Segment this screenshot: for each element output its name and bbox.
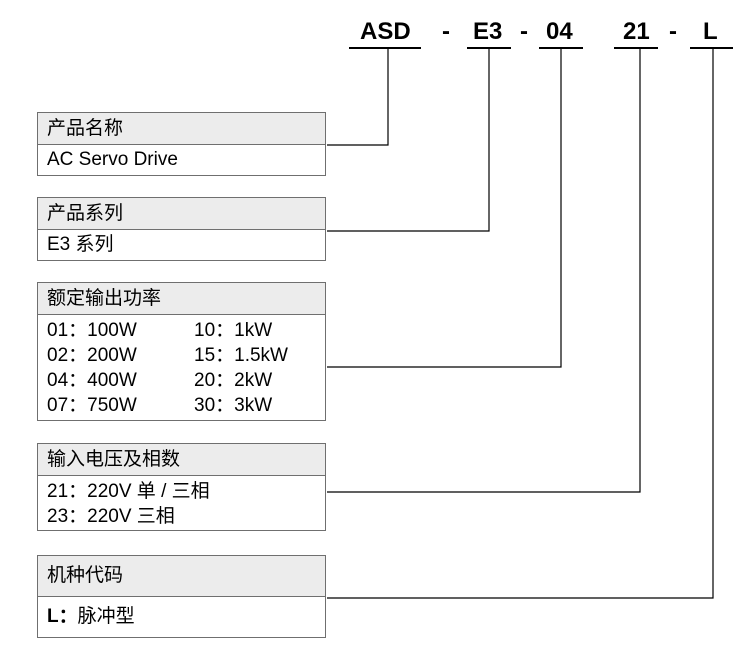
rated-power-option: 01：100W	[47, 320, 137, 341]
rated-power-option: 02：200W	[47, 345, 137, 366]
connector-product-name	[327, 49, 389, 146]
input-voltage-option: 23：220V 三相	[47, 506, 175, 527]
rated-power-row: 02：200W 15：1.5kW	[47, 343, 325, 368]
code-segment-type: L	[703, 18, 718, 45]
code-underline	[539, 47, 583, 49]
product-series-box: 产品系列 E3 系列	[37, 197, 326, 261]
model-type-separator: ：	[58, 606, 78, 627]
product-series-value: E3 系列	[47, 234, 114, 255]
rated-power-list: 01：100W 10：1kW 02：200W 15：1.5kW 04：400W …	[38, 315, 325, 418]
model-type-value-line: L：脉冲型	[38, 597, 325, 637]
connector-product-series	[327, 49, 490, 232]
product-series-title: 产品系列	[38, 198, 325, 230]
model-type-box: 机种代码 L：脉冲型	[37, 555, 326, 638]
rated-power-row: 07：750W 30：3kW	[47, 393, 325, 418]
code-separator: -	[669, 18, 677, 45]
product-name-value: AC Servo Drive	[47, 149, 178, 170]
code-underline	[614, 47, 658, 49]
input-voltage-title: 输入电压及相数	[38, 444, 325, 476]
code-segment-voltage: 21	[623, 18, 650, 45]
input-voltage-list: 21：220V 单 / 三相 23：220V 三相	[38, 476, 325, 529]
model-type-value: 脉冲型	[77, 606, 135, 627]
code-segment-product: ASD	[360, 18, 411, 45]
rated-power-option: 07：750W	[47, 395, 137, 416]
input-voltage-box: 输入电压及相数 21：220V 单 / 三相 23：220V 三相	[37, 443, 326, 531]
code-underline	[690, 47, 733, 49]
rated-power-option: 04：400W	[47, 370, 137, 391]
connector-input-voltage	[327, 49, 641, 493]
code-underline	[349, 47, 421, 49]
code-underline	[467, 47, 511, 49]
model-type-title: 机种代码	[38, 556, 325, 597]
product-name-box: 产品名称 AC Servo Drive	[37, 112, 326, 176]
model-type-code: L	[47, 606, 59, 627]
rated-power-option: 10：1kW	[194, 320, 273, 341]
rated-power-row: 04：400W 20：2kW	[47, 368, 325, 393]
input-voltage-option: 21：220V 单 / 三相	[47, 481, 210, 502]
rated-power-option: 30：3kW	[194, 395, 273, 416]
connector-model-type	[327, 49, 714, 599]
code-separator: -	[520, 18, 528, 45]
rated-power-option: 15：1.5kW	[194, 345, 288, 366]
code-segment-power: 04	[546, 18, 573, 45]
rated-power-title: 额定输出功率	[38, 283, 325, 315]
product-name-title: 产品名称	[38, 113, 325, 145]
rated-power-option: 20：2kW	[194, 370, 273, 391]
code-separator: -	[442, 18, 450, 45]
rated-power-box: 额定输出功率 01：100W 10：1kW 02：200W 15：1.5kW 0…	[37, 282, 326, 421]
connector-rated-power	[327, 49, 562, 368]
rated-power-row: 01：100W 10：1kW	[47, 318, 325, 343]
code-segment-series: E3	[473, 18, 503, 45]
